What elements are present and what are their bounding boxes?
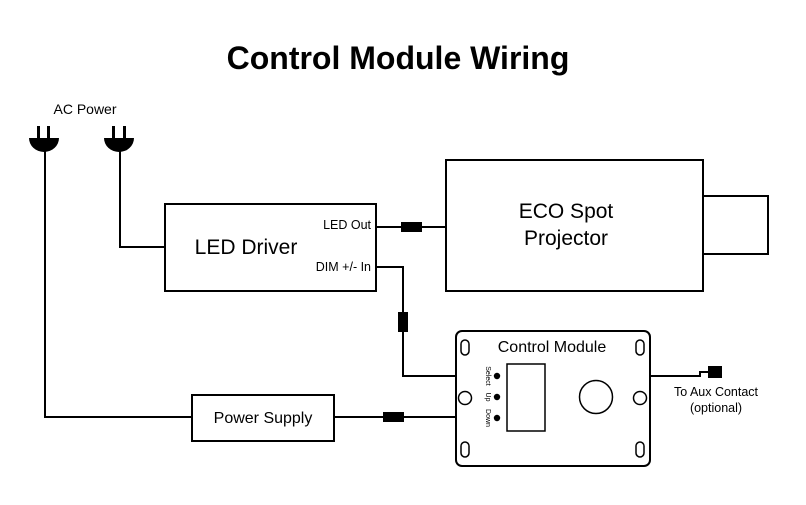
mounting-slot-icon bbox=[460, 441, 470, 458]
mounting-hole-icon bbox=[632, 390, 648, 406]
up-button-label: Up bbox=[484, 393, 491, 402]
connector-aux bbox=[708, 366, 722, 378]
wire-ac-to-driver bbox=[119, 151, 165, 248]
wire-dim-to-control bbox=[376, 266, 456, 377]
control-module-label: Control Module bbox=[498, 339, 607, 356]
ac-plug-right-icon bbox=[104, 126, 134, 152]
dim-port-label: DIM +/- In bbox=[316, 260, 371, 274]
projector-lens bbox=[702, 195, 769, 255]
down-button-dot bbox=[493, 414, 501, 422]
mounting-slots bbox=[457, 339, 648, 458]
led-out-port-label: LED Out bbox=[323, 218, 371, 232]
diagram-title: Control Module Wiring bbox=[227, 40, 570, 76]
select-button-dot bbox=[493, 372, 501, 380]
wire-control-to-aux bbox=[650, 371, 715, 377]
ac-power-label: AC Power bbox=[53, 101, 116, 117]
connector-power bbox=[383, 412, 404, 422]
control-module-box bbox=[455, 330, 651, 467]
up-button-dot bbox=[493, 393, 501, 401]
mounting-slot-icon bbox=[635, 339, 645, 356]
aux-label-line1: To Aux Contact bbox=[674, 385, 759, 399]
aux-label-line2: (optional) bbox=[690, 401, 742, 415]
control-knob-icon bbox=[578, 379, 614, 415]
led-driver-box bbox=[164, 203, 377, 292]
projector-label-line1: ECO Spot bbox=[519, 200, 614, 223]
led-driver-label: LED Driver bbox=[195, 236, 298, 259]
mounting-slot-icon bbox=[460, 339, 470, 356]
connector-led-out bbox=[401, 222, 422, 232]
projector-label-line2: Projector bbox=[524, 227, 608, 250]
power-supply-label: Power Supply bbox=[214, 410, 313, 427]
control-module-display bbox=[506, 363, 546, 432]
wire-ac-to-power-supply bbox=[44, 151, 192, 418]
projector-box bbox=[445, 159, 704, 292]
power-supply-box bbox=[191, 394, 335, 442]
select-button-label: Select bbox=[484, 366, 491, 386]
ac-plug-left-icon bbox=[29, 126, 59, 152]
down-button-label: Down bbox=[484, 409, 491, 427]
mounting-hole-icon bbox=[457, 390, 473, 406]
connector-dim bbox=[398, 312, 408, 332]
mounting-slot-icon bbox=[635, 441, 645, 458]
control-module: Control Module Select Up Down bbox=[455, 330, 651, 467]
